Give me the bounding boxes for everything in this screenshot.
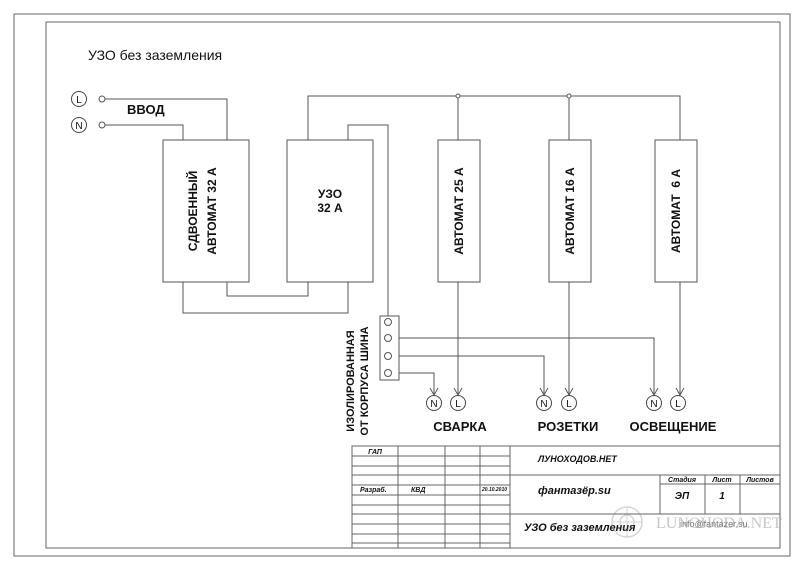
rcd-label-2: 32 А xyxy=(317,201,343,215)
neutral-bus-bar xyxy=(379,315,400,381)
load-terminals: N L N L N L xyxy=(426,395,686,411)
stamp-sheets-header: Листов xyxy=(745,477,774,484)
load-terminal-sockets-l: L xyxy=(566,399,572,410)
load-label-lighting: ОСВЕЩЕНИЕ xyxy=(630,419,717,434)
load-terminal-lighting-l: L xyxy=(675,399,681,410)
title-block xyxy=(351,445,781,549)
double-breaker-label-1: СДВОЕННЫЙ xyxy=(185,171,200,251)
input-terminal-n: N xyxy=(71,117,87,133)
double-breaker-box xyxy=(162,139,250,283)
input-terminal-l: L xyxy=(71,91,87,107)
neutral-bus-label-2: ОТ КОРПУСА ШИНА xyxy=(359,326,371,435)
input-node-l xyxy=(98,95,106,103)
load-terminal-welding-l: L xyxy=(455,399,461,410)
outer-frame xyxy=(13,13,791,557)
stamp-site1: ЛУНОХОДОВ.НЕТ xyxy=(537,454,618,464)
stamp-date: 20.10.2010 xyxy=(481,487,507,493)
arrowheads xyxy=(429,387,685,397)
neutral-bus-screws xyxy=(384,318,392,377)
stamp-razrab: Разраб. xyxy=(360,486,387,494)
junction-dots xyxy=(455,93,572,99)
wiring xyxy=(105,95,681,395)
breaker-16a-box xyxy=(548,139,592,283)
load-terminal-lighting-n: N xyxy=(650,399,657,410)
rcd-box xyxy=(286,139,374,283)
input-terminal-l-label: L xyxy=(76,95,82,106)
stamp-sheet: 1 xyxy=(719,491,725,502)
stamp-stage-header: Стадия xyxy=(668,476,696,484)
input-node-n xyxy=(98,121,106,129)
rcd-label-1: УЗО xyxy=(318,187,342,201)
input-terminal-n-label: N xyxy=(75,121,82,132)
stamp-site2: фантазёр.su xyxy=(538,485,611,497)
diagram-title: УЗО без заземления xyxy=(88,47,222,63)
input-label: ВВОД xyxy=(127,102,165,117)
stamp-email: info@fantazer.su xyxy=(680,519,748,529)
double-breaker-label-2: АВТОМАТ 32 А xyxy=(205,167,219,255)
load-terminal-welding-n: N xyxy=(430,399,437,410)
breaker-6a-label: АВТОМАТ 6 А xyxy=(669,169,683,253)
breaker-6a-box xyxy=(654,139,698,283)
load-label-sockets: РОЗЕТКИ xyxy=(538,419,599,434)
breaker-25a-label: АВТОМАТ 25 А xyxy=(452,167,466,255)
stamp-drawing-title: УЗО без заземления xyxy=(524,522,636,534)
watermark-text: LUNOHODA.NET xyxy=(656,515,782,532)
stamp-stage: ЭП xyxy=(675,491,690,502)
neutral-bus-label-1: ИЗОЛИРОВАННАЯ xyxy=(345,330,357,431)
breaker-16a-label: АВТОМАТ 16 А xyxy=(563,167,577,255)
stamp-sheet-header: Лист xyxy=(711,477,731,484)
stamp-author: КВД xyxy=(411,487,425,494)
inner-frame xyxy=(45,21,781,549)
stamp-gap: ГАП xyxy=(368,449,383,456)
breaker-25a-box xyxy=(437,139,481,283)
load-label-welding: СВАРКА xyxy=(433,419,487,434)
watermark-logo xyxy=(611,506,643,538)
load-terminal-sockets-n: N xyxy=(540,399,547,410)
